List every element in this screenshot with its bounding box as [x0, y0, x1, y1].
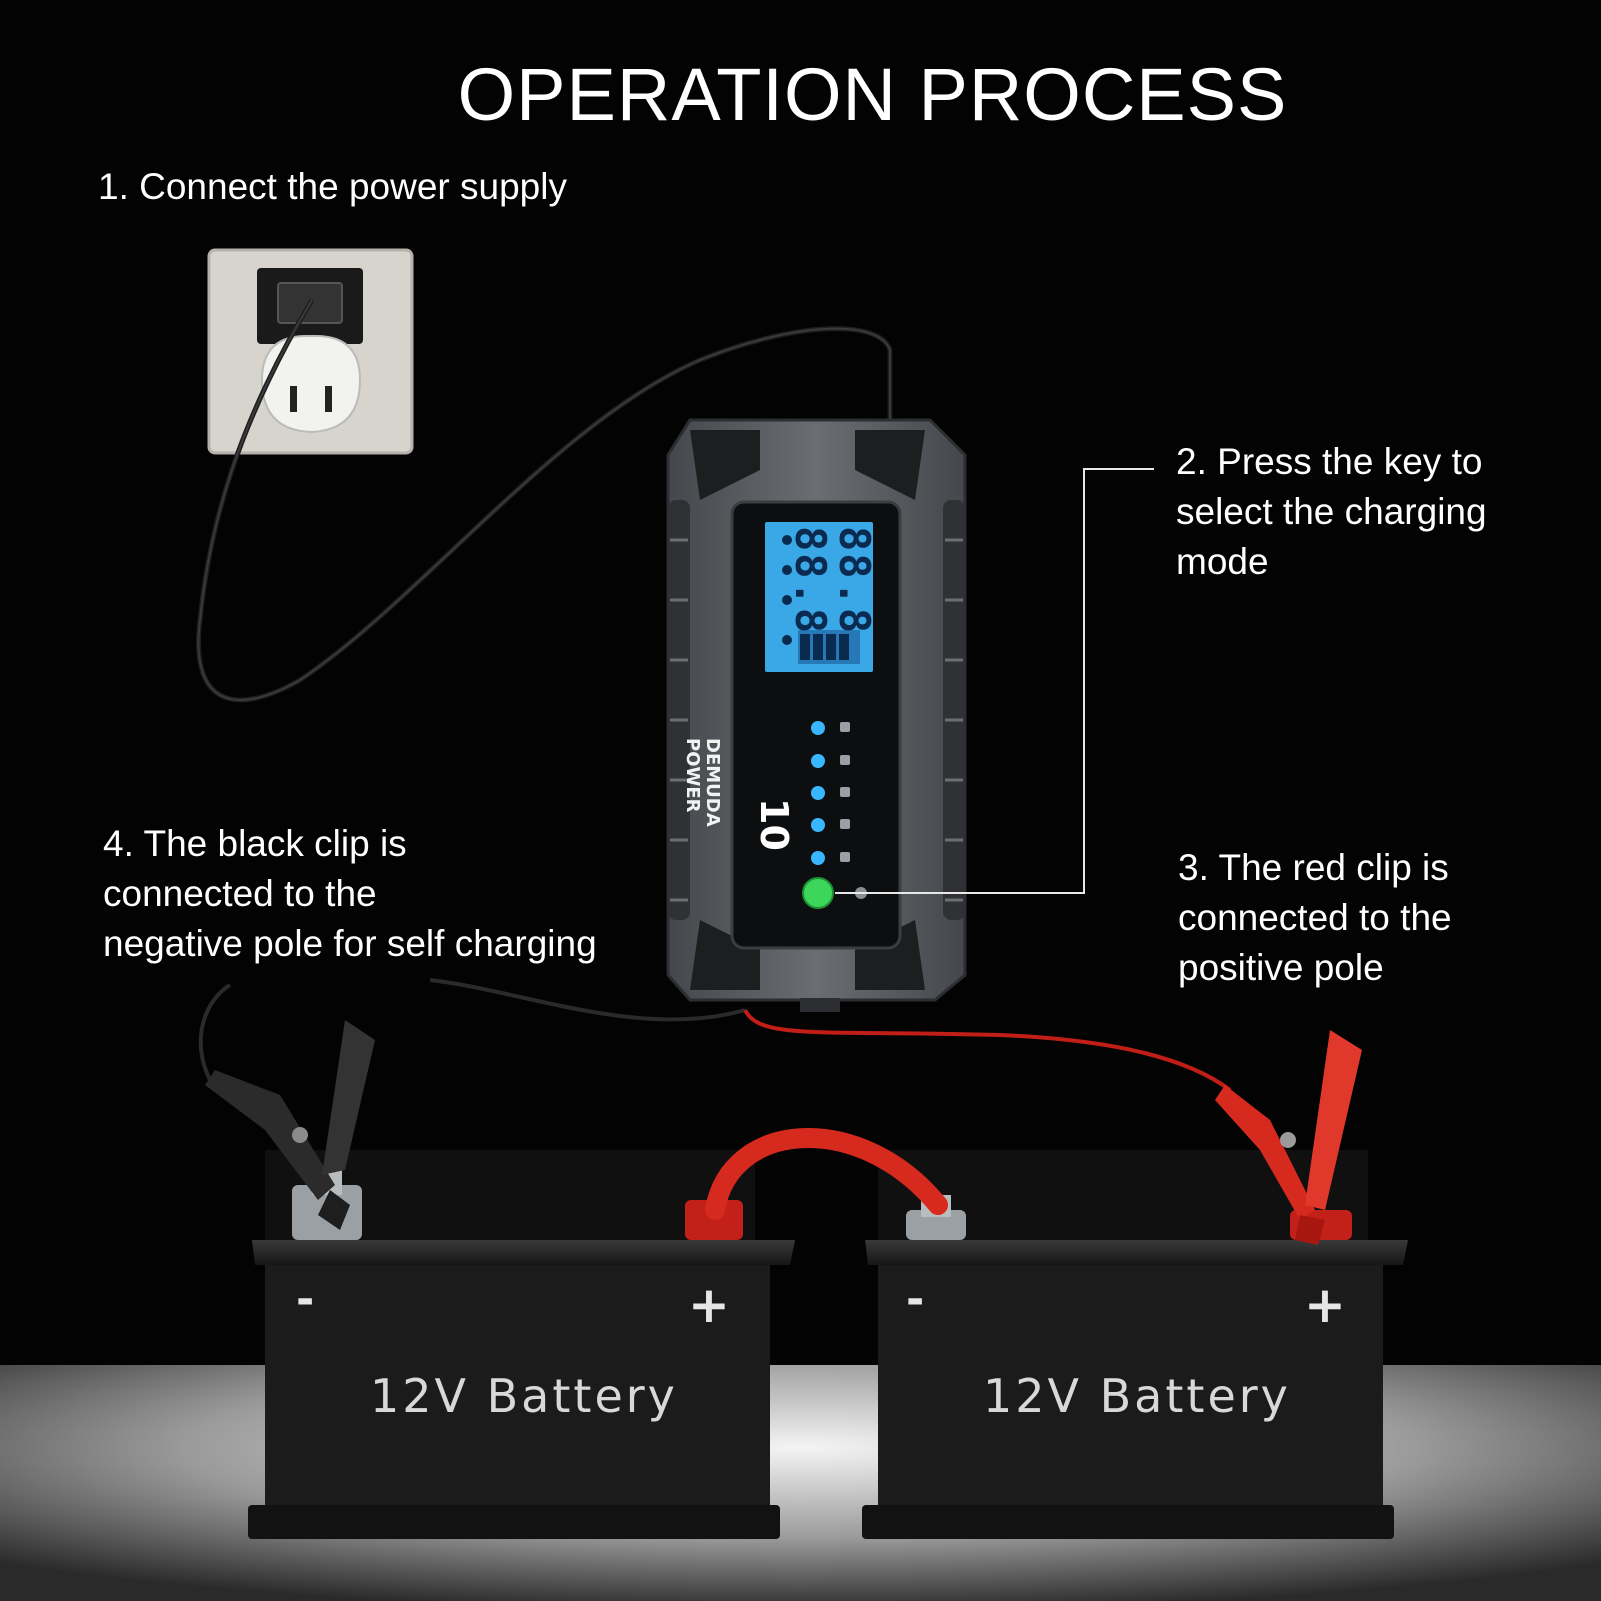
step-4-text: 4. The black clip is connected to the ne… — [103, 819, 597, 969]
battery-right-plus: + — [1304, 1276, 1346, 1334]
step-3-line: positive pole — [1178, 947, 1384, 988]
wall-outlet — [207, 248, 414, 455]
lcd-voltage: 88.8 — [830, 526, 879, 636]
step-2-line: select the charging — [1176, 491, 1487, 532]
step-4-line: connected to the — [103, 873, 377, 914]
mode-led — [811, 754, 825, 768]
lcd-current: 88.8 — [786, 526, 835, 636]
battery-left — [248, 1170, 795, 1539]
mode-led — [811, 786, 825, 800]
callout-line-step-2 — [835, 468, 1154, 894]
step-4-line: negative pole for self charging — [103, 923, 597, 964]
battery-left-minus: - — [296, 1274, 315, 1325]
red-clip — [1215, 1030, 1362, 1245]
step-2-line: 2. Press the key to — [1176, 441, 1483, 482]
step-3-line: connected to the — [1178, 897, 1452, 938]
mode-led — [811, 818, 825, 832]
step-4-line: 4. The black clip is — [103, 823, 407, 864]
page-title: OPERATION PROCESS — [457, 53, 1288, 136]
battery-charger — [666, 418, 967, 1012]
step-3-line: 3. The red clip is — [1178, 847, 1449, 888]
mode-indicators — [811, 721, 825, 865]
battery-left-plus: + — [688, 1276, 730, 1334]
battery-right-minus: - — [906, 1274, 925, 1325]
step-2-text: 2. Press the key to select the charging … — [1176, 437, 1487, 587]
brand-line: DEMUDA — [702, 738, 723, 827]
black-cable — [198, 978, 746, 1081]
battery-left-label: 12V Battery — [370, 1369, 678, 1423]
battery-right-label: 12V Battery — [983, 1369, 1291, 1423]
brand-line: POWER — [682, 738, 703, 813]
step-1-text: 1. Connect the power supply — [98, 166, 567, 207]
lcd-readout: 88.8 88.8 — [786, 526, 879, 636]
step-2-line: mode — [1176, 541, 1269, 582]
jumper-cable — [705, 1128, 948, 1220]
mode-led — [811, 721, 825, 735]
red-cable — [743, 1009, 1232, 1092]
step-3-text: 3. The red clip is connected to the posi… — [1178, 843, 1452, 993]
mode-led — [811, 851, 825, 865]
charger-brand: DEMUDA POWER — [682, 738, 723, 827]
black-clip — [205, 1020, 375, 1230]
battery-right — [862, 1195, 1408, 1539]
mode-button — [802, 877, 834, 909]
charger-model: 10 — [752, 798, 796, 851]
